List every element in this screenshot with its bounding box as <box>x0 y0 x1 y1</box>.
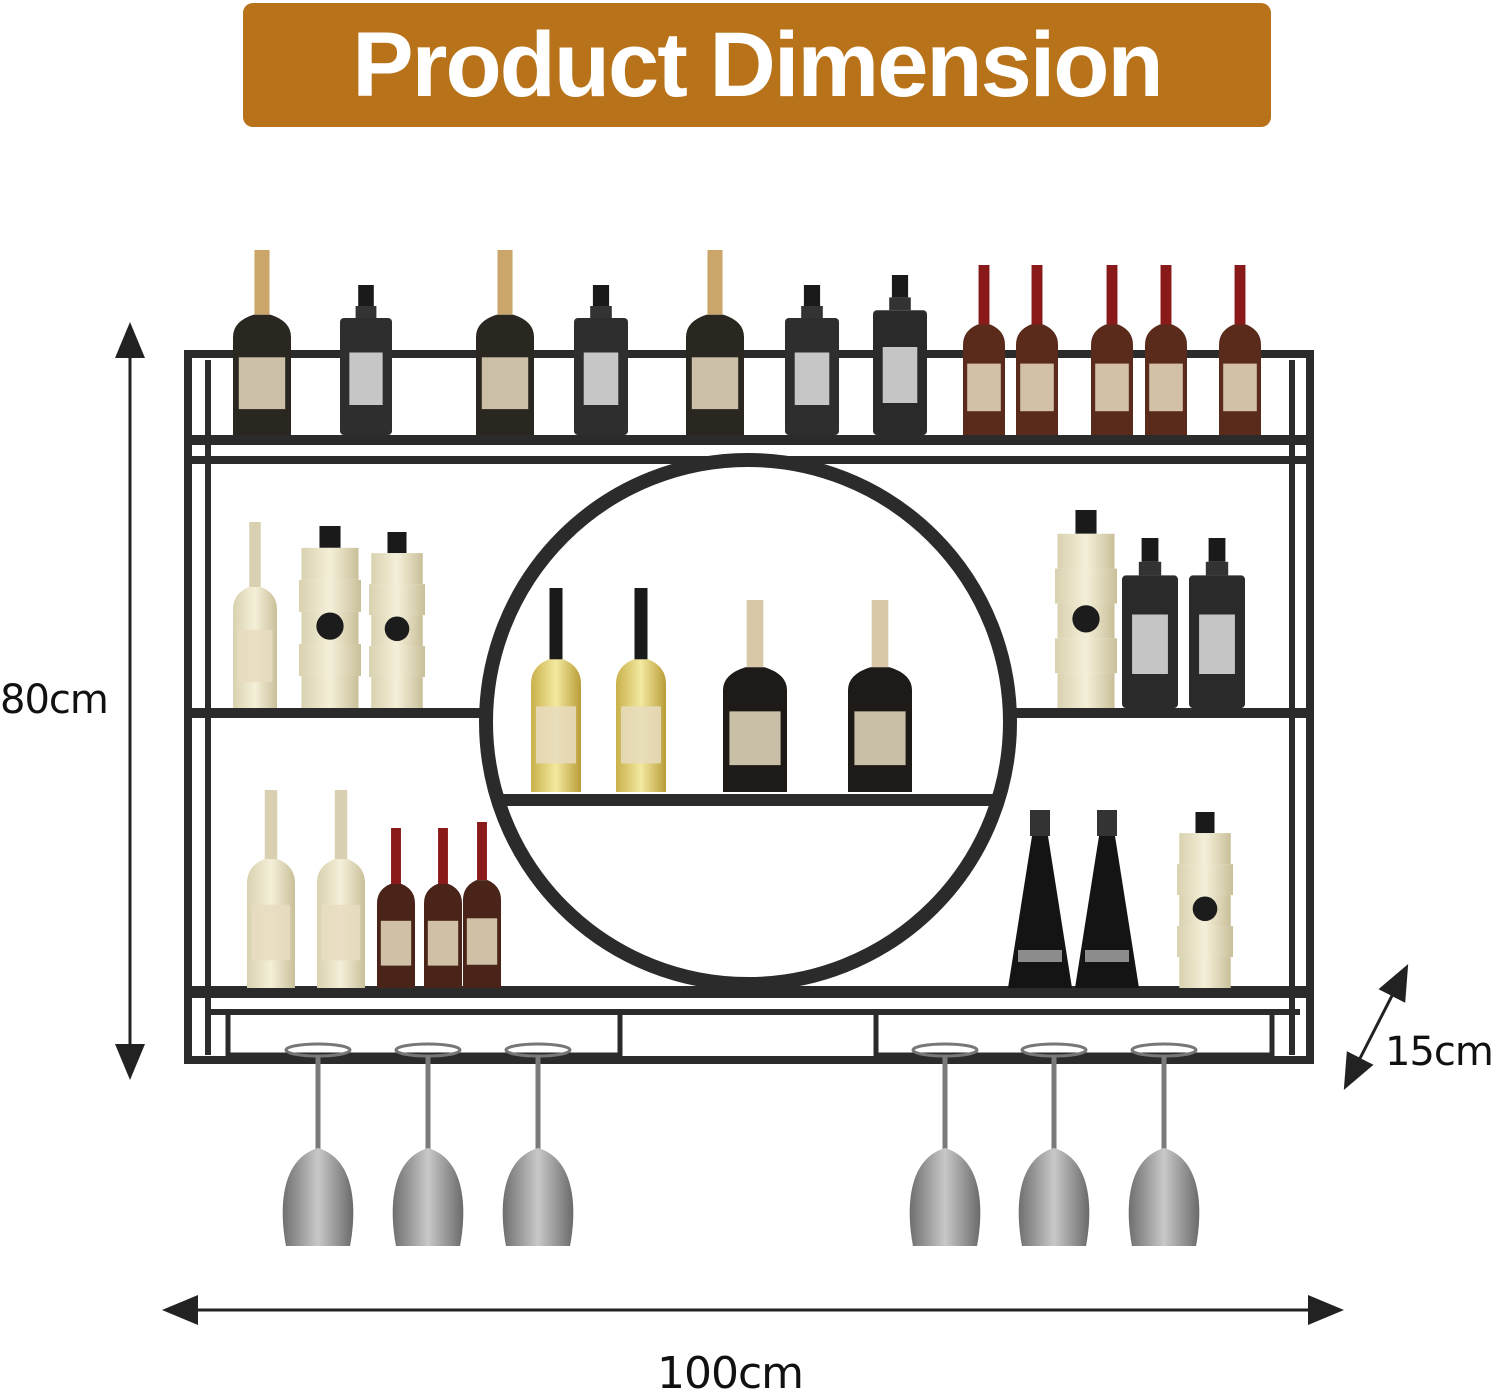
bottle-icon <box>848 600 912 792</box>
banner-title: Product Dimension <box>352 14 1163 116</box>
bottle-icon <box>463 822 501 988</box>
stemware-holder-right <box>873 1012 1275 1058</box>
bottle-icon <box>476 250 534 435</box>
bottle-icon <box>1016 265 1058 435</box>
bottle-icon <box>1189 538 1245 708</box>
bottle-icon <box>377 828 415 988</box>
circle-shelf <box>479 453 1017 991</box>
bottle-icon <box>963 265 1005 435</box>
bottle-icon <box>1122 538 1178 708</box>
bottle-icon <box>1145 265 1187 435</box>
wine-glass-icon <box>392 1042 464 1246</box>
height-label: 80cm <box>0 677 109 723</box>
bottle-icon <box>1055 510 1117 708</box>
bottle-icon <box>369 532 425 708</box>
bottle-icon <box>873 275 927 435</box>
wine-glasses <box>282 1042 1200 1246</box>
wine-glass-icon <box>909 1042 981 1246</box>
bottle-icon <box>531 588 581 792</box>
bottle-icon <box>1091 265 1133 435</box>
bottle-icon <box>247 790 295 988</box>
depth-arrow <box>1343 963 1409 1091</box>
bottle-icon <box>1075 810 1139 988</box>
bottle-icon <box>424 828 462 988</box>
wine-glass-icon <box>282 1042 354 1246</box>
bottle-icon <box>340 285 392 435</box>
bottle-icon <box>616 588 666 792</box>
bottle-icon <box>686 250 744 435</box>
wine-glass-icon <box>1128 1042 1200 1246</box>
depth-label: 15cm <box>1385 1029 1494 1075</box>
bottle-icon <box>1008 810 1072 988</box>
bottles <box>233 250 1261 988</box>
bottle-icon <box>723 600 787 792</box>
bottle-icon <box>299 526 361 708</box>
wine-glass-icon <box>502 1042 574 1246</box>
width-label: 100cm <box>657 1348 804 1399</box>
bottle-icon <box>574 285 628 435</box>
bottle-icon <box>1177 812 1233 988</box>
bottle-icon <box>233 250 291 435</box>
bottle-icon <box>785 285 839 435</box>
bottle-icon <box>1219 265 1261 435</box>
title-banner: Product Dimension <box>243 3 1271 127</box>
bottle-icon <box>233 522 277 708</box>
bottle-icon <box>317 790 365 988</box>
wine-glass-icon <box>1018 1042 1090 1246</box>
